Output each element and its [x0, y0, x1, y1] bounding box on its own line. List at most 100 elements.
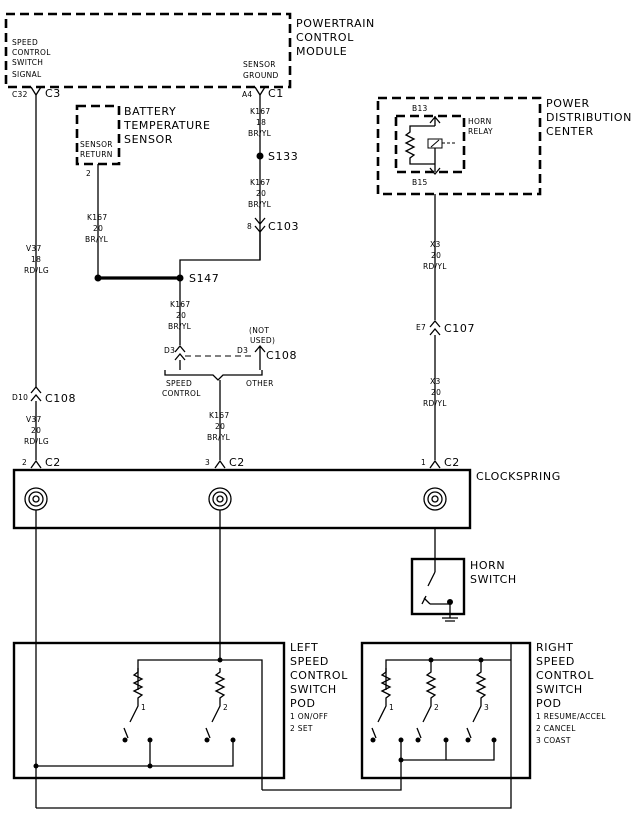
horn-relay	[394, 114, 466, 174]
right-pod-contact-3a	[465, 737, 471, 743]
right-pod-label-4: SWITCH	[536, 683, 583, 696]
conn-c2-left: C2	[45, 456, 61, 469]
pcm-pin-speed-4: SIGNAL	[12, 70, 42, 79]
connector-c2-center-symbol	[214, 459, 226, 469]
conn-d3-left: D3	[164, 346, 175, 355]
wire-k167-18-3: BR/YL	[248, 129, 272, 138]
right-pod-arrows	[371, 727, 472, 739]
right-pod-label-2: SPEED	[536, 655, 575, 668]
speed-control-label-2: CONTROL	[162, 389, 201, 398]
svg-text:CONTROL: CONTROL	[296, 31, 354, 44]
right-speed-control-switch-pod: RIGHT SPEED CONTROL SWITCH POD 1 RESUME/…	[360, 641, 606, 780]
clockspring-coil-center	[208, 487, 232, 511]
wire-k167-20d-1: K167	[209, 411, 229, 420]
connector-c107-symbol	[429, 319, 441, 336]
left-switch-num-2: 2	[223, 703, 228, 712]
wire-k167-20b-3: BR/YL	[85, 235, 109, 244]
speed-control-label-1: SPEED	[166, 379, 192, 388]
right-pod-item-3: 3 COAST	[536, 736, 571, 745]
splice-s147	[176, 274, 184, 282]
pcm-pin-speed-3: SWITCH	[12, 58, 43, 67]
other-label: OTHER	[246, 379, 274, 388]
wire-k167-20a-1: K167	[250, 178, 270, 187]
clockspring-coil-right	[423, 487, 447, 511]
wire-x3a-1: X3	[430, 240, 441, 249]
left-pod-label-1: LEFT	[290, 641, 318, 654]
left-pod-label-2: SPEED	[290, 655, 329, 668]
wire-v37-18-2: 18	[31, 255, 41, 264]
conn-pin-1: 1	[421, 458, 426, 467]
wire-k167-20c-2: 20	[176, 311, 186, 320]
wire-v37-20-3: RD/LG	[24, 437, 49, 446]
not-used-2: USED)	[250, 336, 275, 345]
wire-v37-20-2: 20	[31, 426, 41, 435]
conn-a4: A4	[242, 90, 253, 99]
left-pod-label-4: SWITCH	[290, 683, 337, 696]
pin-b15: B15	[412, 178, 428, 187]
clockspring: CLOCKSPRING	[12, 468, 561, 530]
left-pod-item-1: 1 ON/OFF	[290, 712, 328, 721]
battery-label-2: TEMPERATURE	[123, 119, 211, 132]
left-speed-control-switch-pod: LEFT SPEED CONTROL SWITCH POD 1 ON/OFF 2…	[12, 641, 348, 790]
pin-b13: B13	[412, 104, 428, 113]
relay-coil	[404, 125, 435, 165]
wire-k167-20d-2: 20	[215, 422, 225, 431]
left-pod-contact-2a	[204, 737, 210, 743]
left-pod-node-bottom-2	[147, 763, 153, 769]
connector-d3-right-symbol	[254, 344, 266, 370]
right-pod-label-5: POD	[536, 697, 562, 710]
right-pod-bus-top	[385, 659, 511, 690]
conn-d10: D10	[12, 393, 28, 402]
conn-c32: C32	[12, 90, 28, 99]
conn-c1: C1	[268, 87, 284, 100]
wire-left-to-right-pod	[262, 760, 402, 791]
conn-d3-right: D3	[237, 346, 248, 355]
pcm-pin-speed-2: CONTROL	[12, 48, 51, 57]
wire-k167-20b-2: 20	[93, 224, 103, 233]
conn-pin-2: 2	[22, 458, 27, 467]
pcm-label-1: POWERTRAIN	[296, 17, 375, 30]
wire-v37-20-1: V37	[26, 415, 42, 424]
sensor-return-1: SENSOR	[80, 140, 113, 149]
wire-x3b-3: RD/YL	[423, 399, 447, 408]
conn-c3: C3	[45, 87, 61, 100]
left-pod-resistor-1	[129, 668, 144, 723]
sensor-pin-2: 2	[86, 169, 91, 178]
wire-k167-20c-3: BR/YL	[168, 322, 192, 331]
battery-label-1: BATTERY	[124, 105, 176, 118]
conn-pin-3: 3	[205, 458, 210, 467]
pdc-label-2: DISTRIBUTION	[546, 111, 632, 124]
relay-b15-terminal	[429, 148, 441, 176]
right-switch-num-3: 3	[484, 703, 489, 712]
wire-bottom-loop	[36, 643, 512, 809]
left-pod-resistor-2	[211, 668, 226, 723]
conn-c108-left: C108	[45, 392, 76, 405]
svg-text:POWERTRAIN: POWERTRAIN	[296, 17, 375, 30]
wire-v37-18-3: RD/LG	[24, 266, 49, 275]
splice-s133	[256, 152, 264, 160]
wire-v37-18-1: V37	[26, 244, 42, 253]
wire-x3b-2: 20	[431, 388, 441, 397]
relay-b13-terminal	[429, 115, 441, 126]
clockspring-coil-left	[24, 487, 48, 511]
splice-s133-label: S133	[268, 150, 298, 163]
left-pod-label-3: CONTROL	[290, 669, 348, 682]
conn-c108-center: C108	[266, 349, 297, 362]
right-pod-resistor-3	[472, 660, 487, 723]
connector-c2-left-symbol	[30, 459, 42, 469]
wire-k167-18-2: 18	[256, 118, 266, 127]
horn-relay-label-2: RELAY	[468, 127, 493, 136]
wire-x3a-2: 20	[431, 251, 441, 260]
right-pod-node-bottom	[398, 757, 404, 763]
splice-s147-label: S147	[189, 272, 219, 285]
right-pod-label-3: CONTROL	[536, 669, 594, 682]
wire-k167-20a-2: 20	[256, 189, 266, 198]
clockspring-label: CLOCKSPRING	[476, 470, 561, 483]
left-pod-label-5: POD	[290, 697, 316, 710]
pcm-module: POWERTRAIN CONTROL MODULE SPEED CONTROL …	[4, 12, 375, 89]
pcm-pin-ground-2: GROUND	[243, 71, 279, 80]
left-pod-arrows	[123, 727, 211, 739]
relay-coil-slash	[430, 139, 440, 148]
right-pod-bus-bottom	[400, 740, 495, 761]
